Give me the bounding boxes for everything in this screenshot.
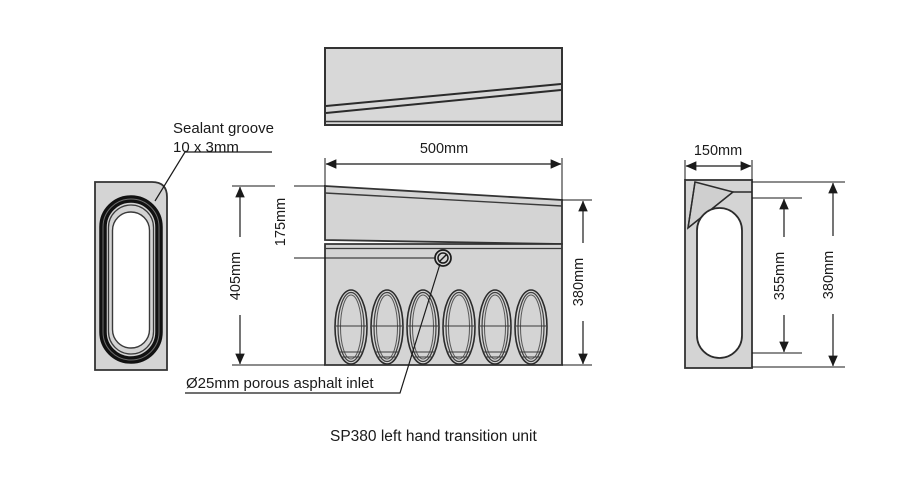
porous-inlet-symbol [434, 249, 452, 267]
note-sealant-groove-line2b: 10 x 3mm [173, 139, 239, 156]
drawing-caption: SP380 left hand transition unit [330, 428, 537, 445]
note-porous-inlet-text: Ø25mm porous asphalt inlet [186, 375, 374, 392]
dimension-label-side-opening-height: 355mm [772, 252, 788, 300]
front-view [324, 185, 563, 366]
end-view [94, 181, 168, 371]
slot [478, 289, 512, 365]
slot [406, 289, 440, 365]
dimension-label-front-overall-height: 405mm [228, 252, 244, 300]
dimension-label-side-overall-height: 380mm [821, 251, 837, 299]
slot-group [334, 289, 548, 365]
dimension-label-front-right-height: 380mm [571, 258, 587, 306]
dimension-label-side-width: 150mm [694, 143, 742, 159]
slot [370, 289, 404, 365]
dimension-label-front-inlet-height: 175mm [273, 198, 289, 246]
dimension-front-overall-height: 405mm [228, 185, 325, 366]
dimension-side-width: 150mm [680, 140, 758, 180]
dimension-label-overall-width: 500mm [420, 141, 468, 157]
dimension-front-inlet-height: 175mm [273, 185, 435, 259]
note-porous-inlet: Ø25mm porous asphalt inlet [185, 263, 441, 394]
dimension-side-overall-height: 380mm [752, 181, 845, 368]
side-view [684, 179, 753, 369]
note-sealant-groove: Sealant groove 10 x 3mm [154, 120, 274, 202]
note-sealant-groove-line1: Sealant groove [173, 120, 274, 137]
sealant-groove-ring [99, 195, 163, 364]
plan-view [324, 47, 563, 126]
slot [514, 289, 548, 365]
slot [442, 289, 476, 365]
dimension-front-right-height: 380mm [562, 199, 592, 366]
dimension-overall-width: 500mm [324, 138, 563, 200]
slot [334, 289, 368, 365]
dimension-side-opening-height: 355mm [752, 197, 802, 354]
